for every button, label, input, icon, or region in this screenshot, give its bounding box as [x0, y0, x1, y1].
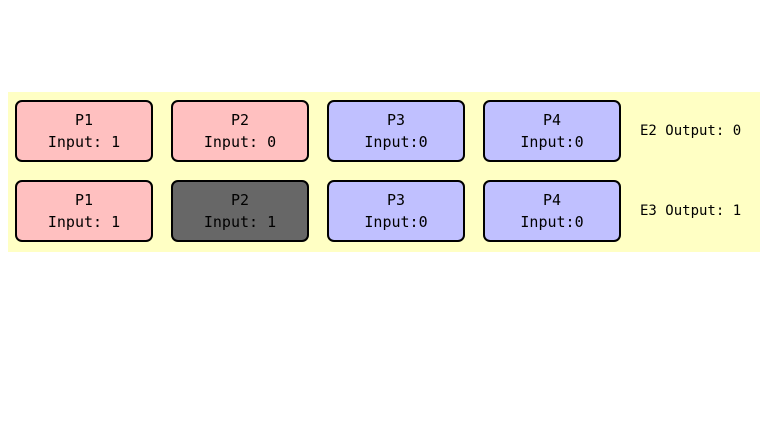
node-input: Input:0 — [364, 213, 428, 231]
node-input: Input:0 — [520, 213, 584, 231]
row-e2: P1 Input: 1 P2 Input: 0 P3 Input:0 P4 In… — [8, 100, 760, 162]
node-p4: P4 Input:0 — [483, 100, 621, 162]
node-label: P1 — [74, 191, 94, 209]
output-e3: E3 Output: 1 — [640, 203, 742, 219]
node-p3: P3 Input:0 — [327, 100, 465, 162]
node-p1: P1 Input: 1 — [15, 180, 153, 242]
row-e3: P1 Input: 1 P2 Input: 1 P3 Input:0 P4 In… — [8, 180, 760, 242]
diagram-panel: P1 Input: 1 P2 Input: 0 P3 Input:0 P4 In… — [8, 92, 760, 252]
node-p2: P2 Input: 0 — [171, 100, 309, 162]
node-label: P3 — [386, 111, 406, 129]
node-label: P2 — [230, 191, 250, 209]
output-e2: E2 Output: 0 — [640, 123, 742, 139]
node-label: P4 — [542, 111, 562, 129]
node-label: P1 — [74, 111, 94, 129]
node-input: Input:0 — [520, 133, 584, 151]
node-label: P2 — [230, 111, 250, 129]
node-label: P4 — [542, 191, 562, 209]
node-p1: P1 Input: 1 — [15, 100, 153, 162]
node-p2: P2 Input: 1 — [171, 180, 309, 242]
node-input: Input:0 — [364, 133, 428, 151]
node-label: P3 — [386, 191, 406, 209]
node-p4: P4 Input:0 — [483, 180, 621, 242]
node-p3: P3 Input:0 — [327, 180, 465, 242]
node-input: Input: 1 — [203, 213, 277, 231]
node-input: Input: 1 — [47, 133, 121, 151]
node-input: Input: 1 — [47, 213, 121, 231]
node-input: Input: 0 — [203, 133, 277, 151]
